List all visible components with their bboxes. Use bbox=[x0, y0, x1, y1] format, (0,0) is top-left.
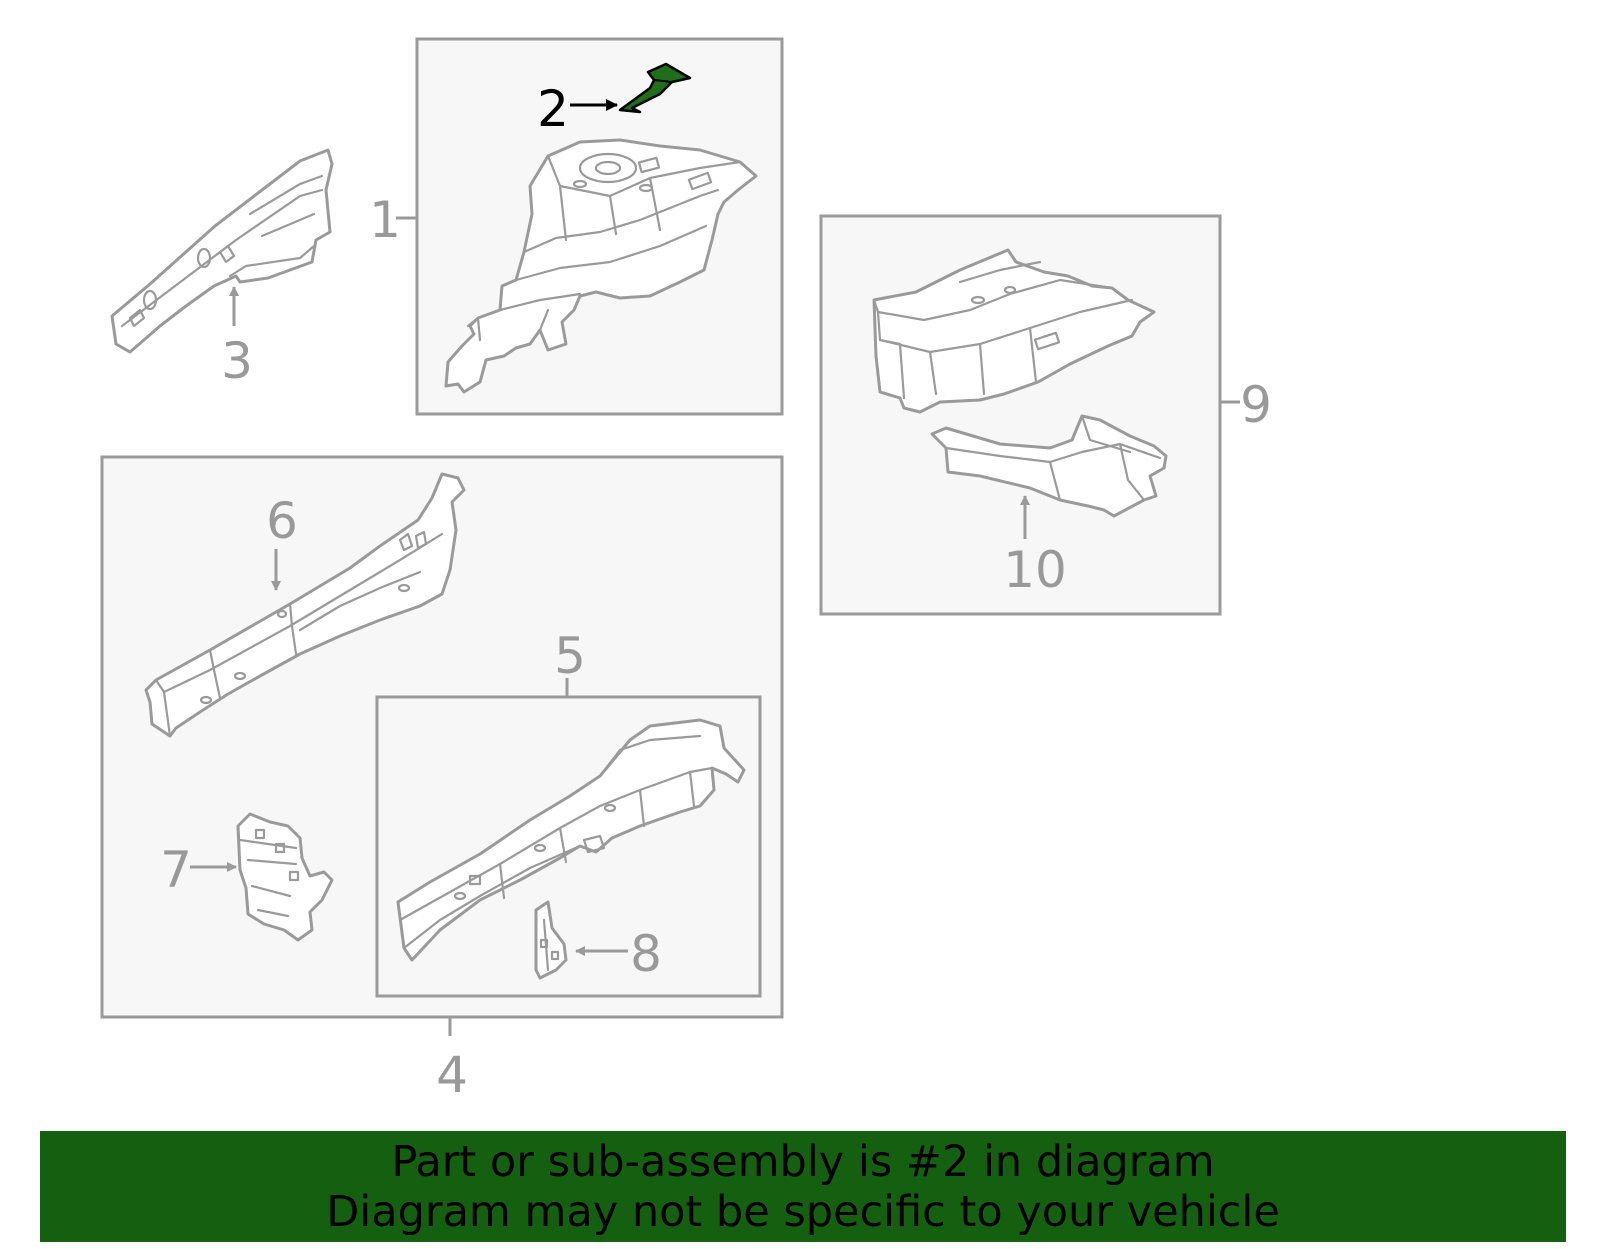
part-10-lower-rail[interactable] bbox=[930, 414, 1168, 518]
callout-5[interactable]: 5 bbox=[554, 627, 586, 685]
part-3-apron[interactable] bbox=[110, 148, 334, 354]
part-1-strut-tower[interactable] bbox=[444, 138, 758, 394]
part-5-side-member-inner[interactable] bbox=[396, 718, 746, 962]
callout-8[interactable]: 8 bbox=[630, 925, 662, 983]
part-9-rail-assembly[interactable] bbox=[872, 248, 1156, 414]
callout-2[interactable]: 2 bbox=[537, 80, 569, 138]
part-6-side-member[interactable] bbox=[144, 472, 466, 738]
callout-6[interactable]: 6 bbox=[266, 492, 298, 550]
part-7-bracket[interactable] bbox=[236, 812, 334, 942]
part-2-bracket-highlighted[interactable] bbox=[618, 62, 692, 114]
callout-10[interactable]: 10 bbox=[1003, 541, 1067, 599]
banner-line-2: Diagram may not be specific to your vehi… bbox=[326, 1186, 1280, 1237]
callout-9[interactable]: 9 bbox=[1240, 376, 1272, 434]
part-8-gusset[interactable] bbox=[534, 900, 568, 980]
info-banner: Part or sub-assembly is #2 in diagram Di… bbox=[40, 1131, 1566, 1242]
banner-line-1: Part or sub-assembly is #2 in diagram bbox=[391, 1136, 1215, 1187]
callout-3[interactable]: 3 bbox=[221, 332, 253, 390]
callout-4[interactable]: 4 bbox=[436, 1046, 468, 1104]
callout-1[interactable]: 1 bbox=[369, 191, 401, 249]
callout-7[interactable]: 7 bbox=[160, 841, 192, 899]
